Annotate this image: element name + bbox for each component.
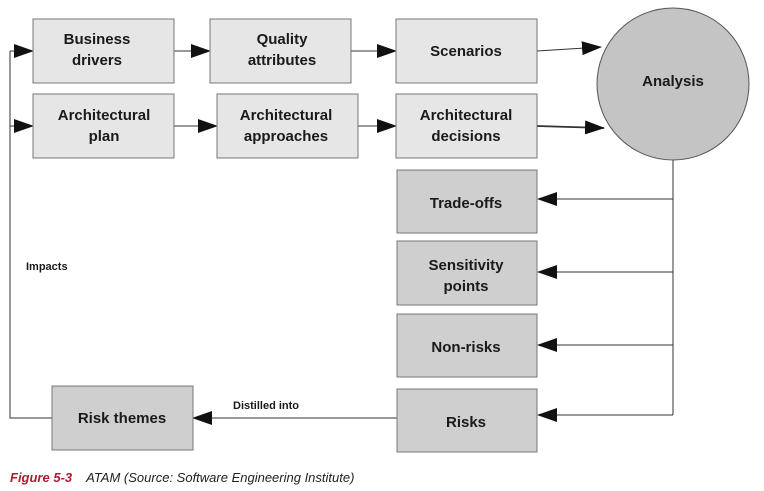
risk-themes-label: Risk themes [78,410,166,427]
figure-caption-text: ATAM (Source: Software Engineering Insti… [86,470,355,485]
edge-scenarios-to-analysis [536,41,602,56]
scenarios-label: Scenarios [430,43,502,60]
quality-attributes-line-2: attributes [248,52,316,69]
sensitivity-points-line-1: Sensitivity [428,257,504,274]
figure-caption: Figure 5-3 ATAM (Source: Software Enginee… [10,470,354,485]
architectural-approaches-line-2: approaches [244,128,328,145]
node-risks: Risks [396,388,538,453]
impacts-label: Impacts [26,261,68,273]
architectural-decisions-line-1: Architectural [420,107,513,124]
business-drivers-line-2: drivers [72,52,122,69]
architectural-decisions-line-2: decisions [431,128,500,145]
impacts-feedback-line [9,51,52,419]
architectural-plan-line-2: plan [89,128,120,145]
node-non-risks: Non-risks [396,313,538,378]
business-drivers-line-1: Business [64,31,131,48]
edge-decisions-to-analysis [536,120,605,135]
analysis-label: Analysis [642,73,704,90]
sensitivity-points-line-2: points [444,278,489,295]
connectors [9,41,674,425]
non-risks-label: Non-risks [431,339,500,356]
trade-offs-label: Trade-offs [430,195,503,212]
architectural-plan-line-1: Architectural [58,107,151,124]
node-sensitivity-points: Sensitivity points [396,240,538,306]
node-architectural-approaches: Architectural approaches [216,93,359,159]
node-trade-offs: Trade-offs [396,169,538,234]
node-architectural-plan: Architectural plan [32,93,175,159]
architectural-approaches-line-1: Architectural [240,107,333,124]
node-scenarios: Scenarios [395,18,538,84]
node-analysis: Analysis [596,7,750,161]
quality-attributes-line-1: Quality [257,31,309,48]
node-risk-themes: Risk themes [51,385,194,451]
risks-label: Risks [446,414,486,431]
figure-number: Figure 5-3 [10,470,73,485]
node-business-drivers: Business drivers [32,18,175,84]
node-quality-attributes: Quality attributes [209,18,352,84]
distilled-into-label: Distilled into [233,400,299,412]
node-architectural-decisions: Architectural decisions [395,93,538,159]
